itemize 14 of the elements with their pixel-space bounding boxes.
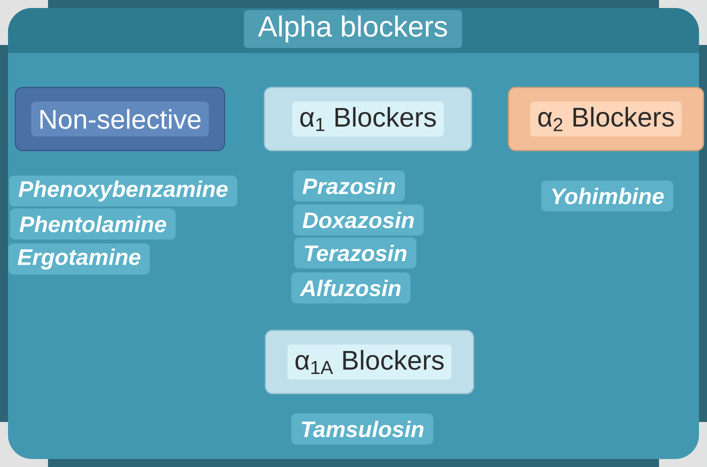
drug-label: Phentolamine xyxy=(10,208,176,240)
drug-label: Terazosin xyxy=(294,238,416,268)
drug-label: Tamsulosin xyxy=(291,414,434,444)
drug-label: Yohimbine xyxy=(541,180,674,212)
drug-label: Alfuzosin xyxy=(291,272,410,304)
drug-label: Doxazosin xyxy=(293,204,424,236)
drug-label: Ergotamine xyxy=(8,244,150,274)
drug-label: Prazosin xyxy=(293,170,405,202)
category-box: Non-selective xyxy=(14,86,226,152)
drug-label: Phenoxybenzamine xyxy=(9,176,238,206)
title: Alpha blockers xyxy=(244,10,462,48)
category-box: α$_{2}$ Blockers xyxy=(508,86,704,152)
category-box: α$_{1A}$ Blockers xyxy=(264,330,474,394)
category-box: α$_{1}$ Blockers xyxy=(264,86,472,152)
